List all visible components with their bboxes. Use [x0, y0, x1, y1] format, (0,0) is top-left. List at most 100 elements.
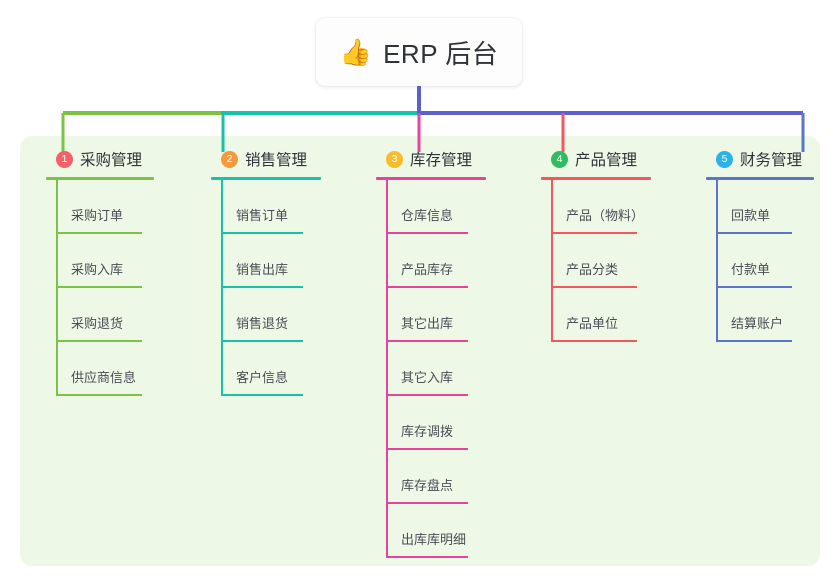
branch-item-list: 仓库信息产品库存其它出库其它入库库存调拨库存盘点出库库明细 [368, 180, 486, 558]
item-vertical-connector [386, 288, 388, 342]
item-underline [386, 232, 468, 234]
item-label: 采购退货 [71, 316, 124, 331]
item-vertical-connector [221, 342, 223, 396]
branch-underline [46, 177, 154, 180]
branch-title: 库存管理 [410, 152, 473, 169]
item-label: 销售出库 [236, 262, 289, 277]
branch-header-2[interactable]: 2 销售管理 [221, 148, 321, 170]
branch-number-badge: 5 [716, 150, 733, 168]
branch-item[interactable]: 产品单位 [533, 288, 651, 342]
item-vertical-connector [56, 234, 58, 288]
item-vertical-connector [386, 450, 388, 504]
item-label: 出库库明细 [401, 532, 467, 547]
item-underline [716, 232, 792, 234]
item-label: 产品分类 [566, 262, 619, 277]
branch-item[interactable]: 采购订单 [38, 180, 154, 234]
branch-item[interactable]: 库存调拨 [368, 396, 486, 450]
item-vertical-connector [551, 180, 553, 234]
item-vertical-connector [56, 342, 58, 396]
branch-item[interactable]: 客户信息 [203, 342, 321, 396]
item-vertical-connector [386, 396, 388, 450]
branch-underline [376, 177, 486, 180]
item-vertical-connector [551, 234, 553, 288]
item-label: 采购入库 [71, 262, 124, 277]
branch-item[interactable]: 其它入库 [368, 342, 486, 396]
item-label: 其它入库 [401, 370, 454, 385]
branch-item[interactable]: 采购退货 [38, 288, 154, 342]
item-label: 产品单位 [566, 316, 619, 331]
item-vertical-connector [386, 504, 388, 558]
branch-item[interactable]: 采购入库 [38, 234, 154, 288]
diagram-panel [20, 136, 820, 566]
item-underline [221, 394, 303, 396]
branch-item[interactable]: 产品分类 [533, 234, 651, 288]
branch-item[interactable]: 库存盘点 [368, 450, 486, 504]
branch-item[interactable]: 其它出库 [368, 288, 486, 342]
branch-item[interactable]: 销售出库 [203, 234, 321, 288]
item-vertical-connector [221, 288, 223, 342]
item-vertical-connector [56, 288, 58, 342]
branch-item[interactable]: 回款单 [698, 180, 814, 234]
item-vertical-connector [221, 180, 223, 234]
branch-underline [706, 177, 814, 180]
item-vertical-connector [386, 234, 388, 288]
item-label: 产品（物料） [566, 208, 645, 223]
item-label: 仓库信息 [401, 208, 454, 223]
item-underline [56, 394, 142, 396]
item-underline [221, 286, 303, 288]
item-label: 产品库存 [401, 262, 454, 277]
item-label: 回款单 [731, 208, 771, 223]
branch-item[interactable]: 销售订单 [203, 180, 321, 234]
item-underline [716, 286, 792, 288]
item-vertical-connector [56, 180, 58, 234]
branch-header-3[interactable]: 3 库存管理 [386, 148, 486, 170]
branch-number-badge: 3 [386, 150, 403, 168]
branch-item[interactable]: 出库库明细 [368, 504, 486, 558]
branch-number-badge: 1 [56, 150, 73, 168]
item-underline [716, 340, 792, 342]
root-node-erp-backend[interactable]: 👍 ERP 后台 [316, 18, 522, 86]
branch-item[interactable]: 产品（物料） [533, 180, 651, 234]
branch-item[interactable]: 销售退货 [203, 288, 321, 342]
item-underline [386, 286, 468, 288]
item-vertical-connector [221, 234, 223, 288]
branch-column-3: 3 库存管理仓库信息产品库存其它出库其它入库库存调拨库存盘点出库库明细 [368, 148, 486, 558]
branch-item[interactable]: 结算账户 [698, 288, 814, 342]
branch-number-badge: 2 [221, 150, 238, 168]
branch-item-list: 回款单付款单结算账户 [698, 180, 814, 342]
item-vertical-connector [386, 180, 388, 234]
branch-item[interactable]: 供应商信息 [38, 342, 154, 396]
item-label: 销售退货 [236, 316, 289, 331]
item-vertical-connector [716, 234, 718, 288]
item-underline [386, 340, 468, 342]
root-node-title: ERP 后台 [383, 38, 499, 69]
item-underline [386, 502, 468, 504]
item-label: 其它出库 [401, 316, 454, 331]
item-vertical-connector [386, 342, 388, 396]
branch-item-list: 采购订单采购入库采购退货供应商信息 [38, 180, 154, 396]
item-label: 付款单 [731, 262, 771, 277]
item-label: 结算账户 [731, 316, 784, 331]
item-underline [56, 340, 142, 342]
branch-item[interactable]: 仓库信息 [368, 180, 486, 234]
item-underline [56, 286, 142, 288]
item-label: 销售订单 [236, 208, 289, 223]
item-underline [221, 232, 303, 234]
item-underline [386, 448, 468, 450]
item-underline [56, 232, 142, 234]
item-underline [386, 394, 468, 396]
item-underline [221, 340, 303, 342]
branch-column-2: 2 销售管理销售订单销售出库销售退货客户信息 [203, 148, 321, 396]
branch-title: 销售管理 [245, 152, 308, 169]
branch-item[interactable]: 付款单 [698, 234, 814, 288]
branch-item-list: 销售订单销售出库销售退货客户信息 [203, 180, 321, 396]
branch-item[interactable]: 产品库存 [368, 234, 486, 288]
branch-underline [211, 177, 321, 180]
item-vertical-connector [716, 180, 718, 234]
